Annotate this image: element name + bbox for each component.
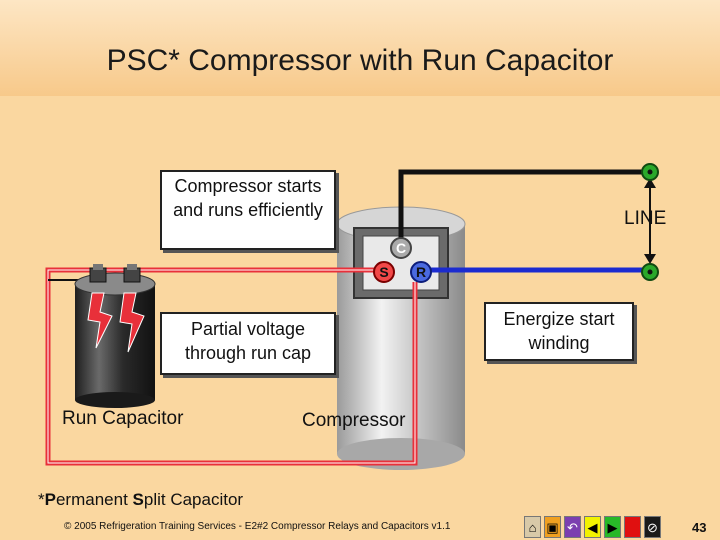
compressor-label: Compressor	[302, 410, 406, 431]
title-band	[0, 0, 720, 96]
callout-partial-voltage-text: Partial voltage through run cap	[184, 319, 312, 363]
callout-starts-runs-text: Compressor starts and runs efficiently	[173, 176, 323, 220]
callout-starts-runs: Compressor starts and runs efficiently	[160, 170, 336, 250]
copyright-footer: © 2005 Refrigeration Training Services -…	[64, 521, 451, 532]
page-number: 43	[692, 520, 707, 535]
book-icon[interactable]: ▣	[544, 516, 561, 538]
terminal-r	[410, 261, 432, 283]
footnote-p-rest: ermanent	[55, 490, 133, 509]
line-arrow-up	[644, 178, 656, 188]
callout-energize-text: Energize start winding	[503, 309, 615, 353]
home-icon[interactable]: ⌂	[524, 516, 541, 538]
lightning-bolt-icon	[119, 292, 145, 353]
common-wire-black	[398, 169, 650, 248]
footnote-s: S	[132, 490, 144, 509]
callout-energize: Energize start winding	[484, 302, 634, 361]
terminal-c	[390, 237, 412, 259]
terminal-r-label: R	[416, 264, 426, 280]
footnote: *Permanent Split Capacitor	[38, 490, 243, 510]
run-wire-red-white	[47, 269, 416, 464]
callout-partial-voltage: Partial voltage through run cap	[160, 312, 336, 375]
stop-icon[interactable]	[624, 516, 641, 538]
footnote-p: P	[44, 490, 56, 509]
exit-icon[interactable]: ⊘	[644, 516, 661, 538]
previous-icon[interactable]: ◀	[584, 516, 601, 538]
lightning-bolt-icon	[87, 292, 113, 349]
footnote-s-rest: plit Capacitor	[143, 490, 244, 509]
terminal-s	[373, 261, 395, 283]
terminal-s-label: S	[379, 264, 388, 280]
terminal-c-label: C	[396, 240, 406, 256]
footnote-asterisk: *	[38, 490, 45, 509]
page-title: PSC* Compressor with Run Capacitor	[106, 44, 614, 77]
line-arrow-down	[644, 254, 656, 264]
run-capacitor-label: Run Capacitor	[62, 408, 184, 429]
next-icon[interactable]: ▶	[604, 516, 621, 538]
line-label: LINE	[624, 208, 667, 229]
return-icon[interactable]: ↶	[564, 516, 581, 538]
navigation-bar: ⌂ ▣ ↶ ◀ ▶ ⊘	[520, 516, 668, 540]
run-capacitor	[74, 264, 156, 408]
